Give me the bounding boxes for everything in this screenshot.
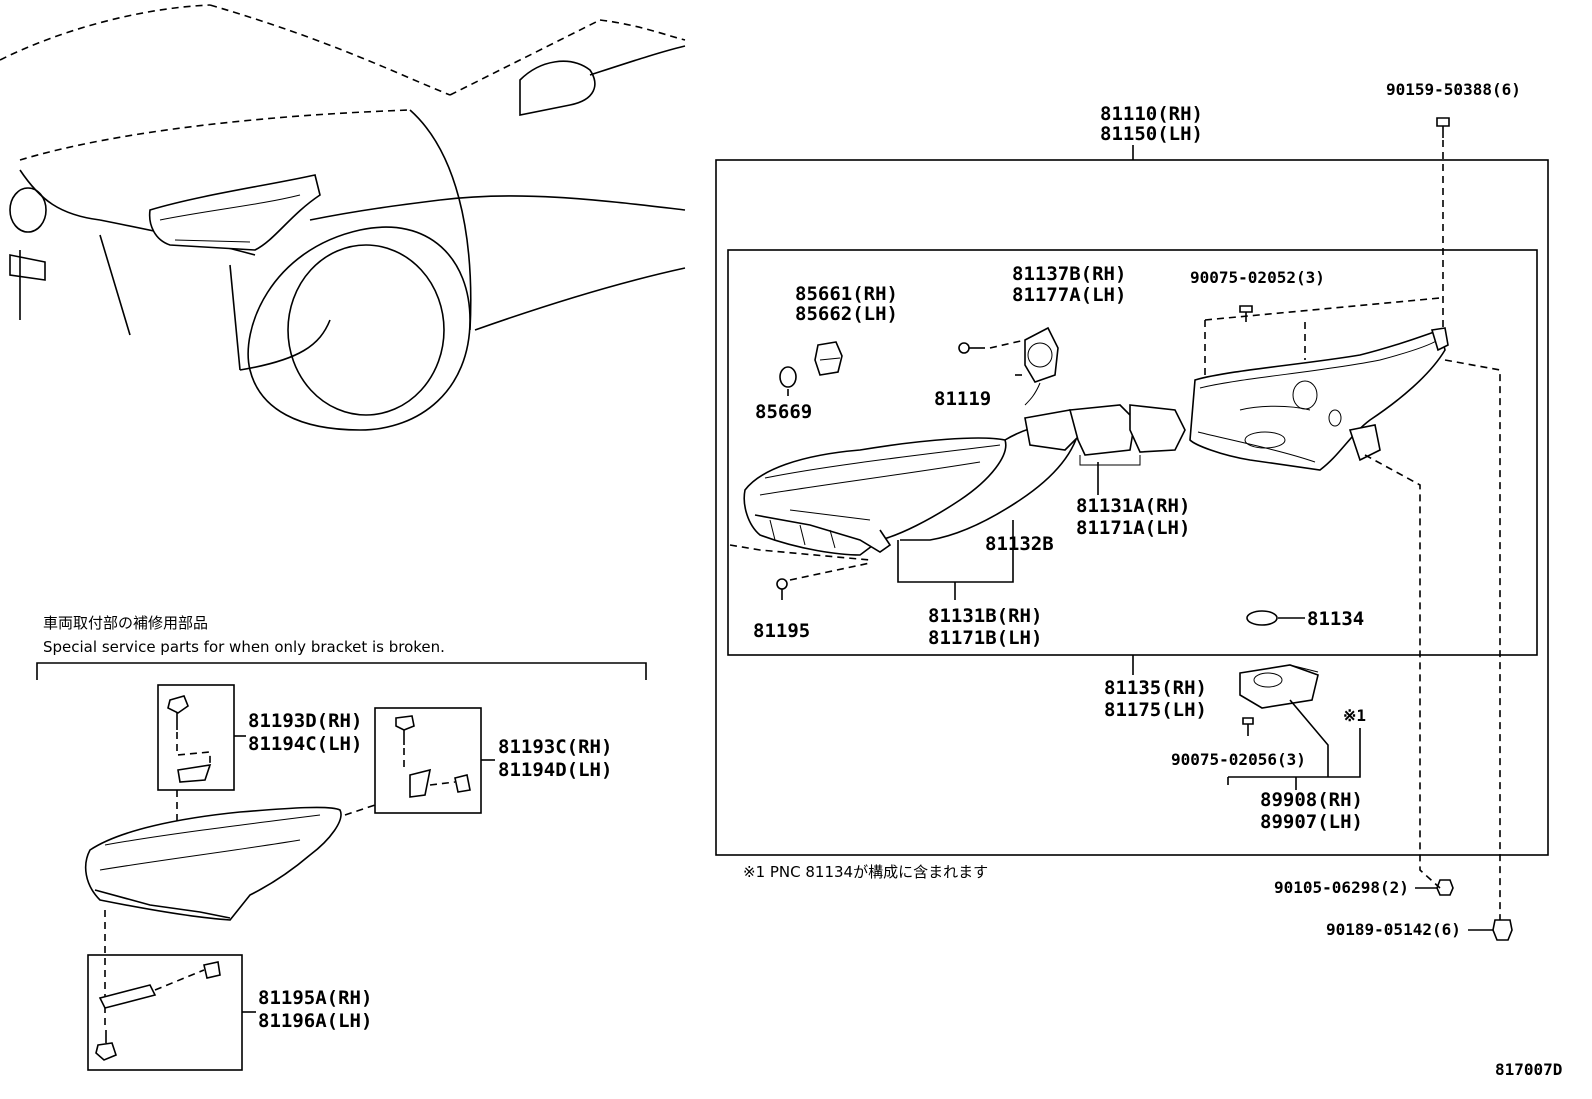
label-81134: 81134 [1307, 608, 1364, 630]
headlamp-unit-drawing [743, 327, 1449, 556]
label-81137b: 81137B(RH) [1012, 263, 1126, 285]
label-81131a: 81131A(RH) [1076, 495, 1190, 517]
label-81119: 81119 [934, 388, 991, 410]
label-89908: 89908(RH) [1260, 789, 1363, 811]
label-mark-1: ※1 [1343, 706, 1366, 725]
label-81193d: 81193D(RH) [248, 710, 362, 732]
label-81132b: 81132B [985, 533, 1054, 555]
footnote: ※1 PNC 81134が構成に含まれます [743, 863, 988, 881]
label-81195a: 81195A(RH) [258, 987, 372, 1009]
label-81131b: 81131B(RH) [928, 605, 1042, 627]
label-81194d: 81194D(LH) [498, 759, 612, 781]
label-81171a: 81171A(LH) [1076, 517, 1190, 539]
label-81171b: 81171B(LH) [928, 627, 1042, 649]
label-81195: 81195 [753, 620, 810, 642]
label-81196a: 81196A(LH) [258, 1010, 372, 1032]
label-81193c: 81193C(RH) [498, 736, 612, 758]
label-90105: 90105-06298(2) [1274, 878, 1409, 897]
label-90189: 90189-05142(6) [1326, 920, 1461, 939]
leader-lines [729, 140, 1501, 931]
label-85669: 85669 [755, 401, 812, 423]
label-90075-02052: 90075-02052(3) [1190, 268, 1325, 287]
label-81110: 81110(RH) [1100, 103, 1203, 125]
label-81194c: 81194C(LH) [248, 733, 362, 755]
label-81150: 81150(LH) [1100, 123, 1203, 145]
vehicle-outline [0, 4, 686, 431]
label-85662: 85662(LH) [795, 303, 898, 325]
label-85661: 85661(RH) [795, 283, 898, 305]
service-note-en: Special service parts for when only brac… [43, 638, 445, 656]
label-81175: 81175(LH) [1104, 699, 1207, 721]
label-89907: 89907(LH) [1260, 811, 1363, 833]
service-note-jp: 車両取付部の補修用部品 [43, 614, 208, 632]
label-90075-02056: 90075-02056(3) [1171, 750, 1306, 769]
figure-id: 817007D [1495, 1060, 1562, 1079]
assembly-outer-box [715, 159, 1549, 856]
label-81177a: 81177A(LH) [1012, 284, 1126, 306]
service-parts-group [36, 662, 647, 1071]
label-90159: 90159-50388(6) [1386, 80, 1521, 99]
label-81135: 81135(RH) [1104, 677, 1207, 699]
